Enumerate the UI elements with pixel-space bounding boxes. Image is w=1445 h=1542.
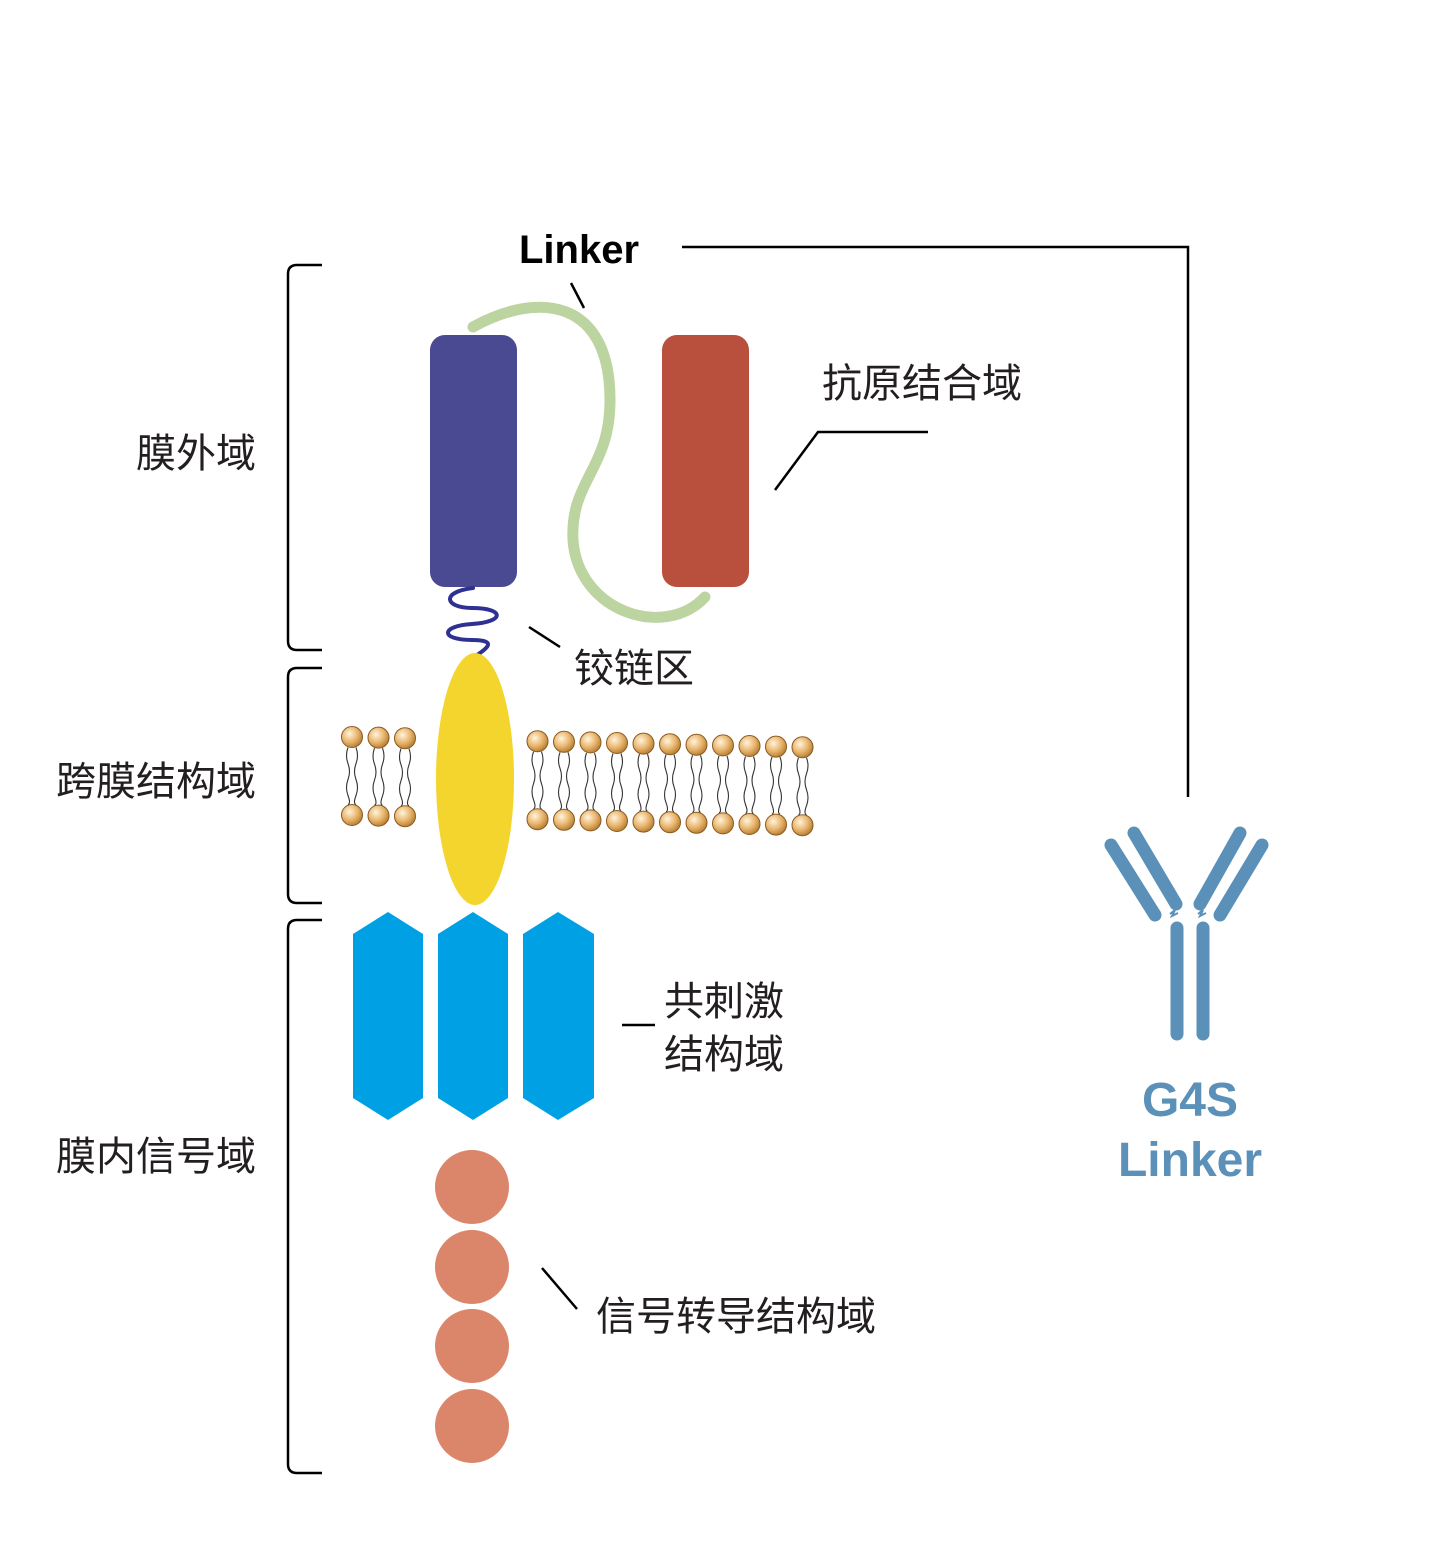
intracellular-label: 膜内信号域: [56, 1134, 256, 1180]
linker-to-g4s-connector: [682, 245, 1190, 797]
lipid-tail: [690, 755, 703, 813]
antibody-disulfide-bonds: [1169, 909, 1207, 919]
costim-hexagon-3: [523, 912, 594, 1120]
hinge-leader: [528, 625, 561, 649]
extracellular-label: 膜外域: [136, 431, 256, 477]
vh-domain: [430, 335, 517, 587]
g4s-label-line2: Linker: [1118, 1134, 1262, 1187]
lipid-head-bottom: [791, 814, 814, 837]
lipid-head-top: [738, 735, 761, 757]
lipid-tail: [345, 747, 359, 806]
transmembrane-label: 跨膜结构域: [56, 759, 256, 805]
signal-circle-1: [435, 1150, 509, 1224]
hinge-squiggle: [446, 586, 499, 659]
costim-label-line2: 结构域: [664, 1032, 784, 1078]
lipid-tail: [796, 757, 809, 816]
linker-label: Linker: [519, 228, 639, 272]
lipid-tail: [663, 754, 677, 813]
antigen-binding-label: 抗原结合域: [822, 361, 1022, 407]
lipid-head-bottom: [553, 808, 575, 831]
g4s-label-line1: G4S: [1142, 1074, 1238, 1127]
transmembrane-domain: [436, 653, 514, 905]
lipid-head-top: [659, 733, 681, 756]
hinge-label: 铰链区: [574, 646, 694, 692]
lipid-head-top: [526, 730, 549, 753]
costim-hexagon-2: [438, 912, 508, 1120]
lipid-head-bottom: [341, 804, 363, 826]
lipid-head-top: [765, 735, 787, 758]
lipid-head-top: [712, 734, 734, 757]
lipid-head-top: [606, 732, 628, 754]
signal-circle-3: [435, 1309, 509, 1383]
lipid-head-top: [341, 726, 363, 748]
lipid-tail: [637, 753, 650, 812]
lipid-tail: [557, 752, 571, 810]
lipid-tail: [372, 747, 385, 806]
lipid-head-top: [367, 726, 390, 749]
lipid-head-bottom: [632, 810, 655, 833]
lipid-head-bottom: [606, 810, 628, 832]
costim-hexagon-1: [353, 912, 423, 1120]
lipid-head-bottom: [712, 812, 734, 835]
linker-leader: [569, 282, 586, 309]
antibody-y-icon: [1104, 826, 1269, 1041]
lipid-head-bottom: [526, 808, 549, 831]
signal-label: 信号转导结构域: [596, 1294, 876, 1340]
lipid-head-top: [553, 730, 575, 753]
lipid-head-bottom: [685, 811, 708, 834]
lipid-head-top: [791, 736, 814, 759]
lipid-head-top: [632, 732, 655, 755]
antigen-binding-leader: [773, 430, 928, 491]
lipid-head-bottom: [394, 805, 416, 828]
intracellular-brace: [286, 918, 322, 1475]
lipid-head-top: [579, 731, 602, 754]
lipid-head-top: [394, 727, 416, 750]
lipid-tail: [398, 748, 412, 807]
lipid-tail: [716, 755, 730, 814]
linker-curve: [467, 301, 711, 623]
signal-circle-2: [435, 1230, 509, 1304]
signal-circle-4: [435, 1389, 509, 1463]
lipid-head-bottom: [738, 813, 761, 835]
extracellular-brace: [286, 263, 322, 652]
lipid-head-bottom: [367, 804, 390, 827]
lipid-bilayer-icon: [341, 726, 814, 837]
costim-label-line1: 共刺激: [664, 979, 784, 1025]
lipid-head-bottom: [659, 811, 681, 834]
signal-leader: [541, 1267, 578, 1310]
transmembrane-brace: [286, 666, 322, 905]
vl-domain: [662, 335, 749, 587]
lipid-tail: [584, 752, 597, 811]
lipid-tail: [531, 751, 544, 810]
lipid-tail: [610, 753, 624, 812]
lipid-tail: [769, 756, 783, 815]
lipid-head-bottom: [579, 809, 602, 832]
lipid-tail: [743, 756, 756, 815]
lipid-head-bottom: [765, 813, 787, 836]
lipid-head-top: [685, 733, 708, 756]
